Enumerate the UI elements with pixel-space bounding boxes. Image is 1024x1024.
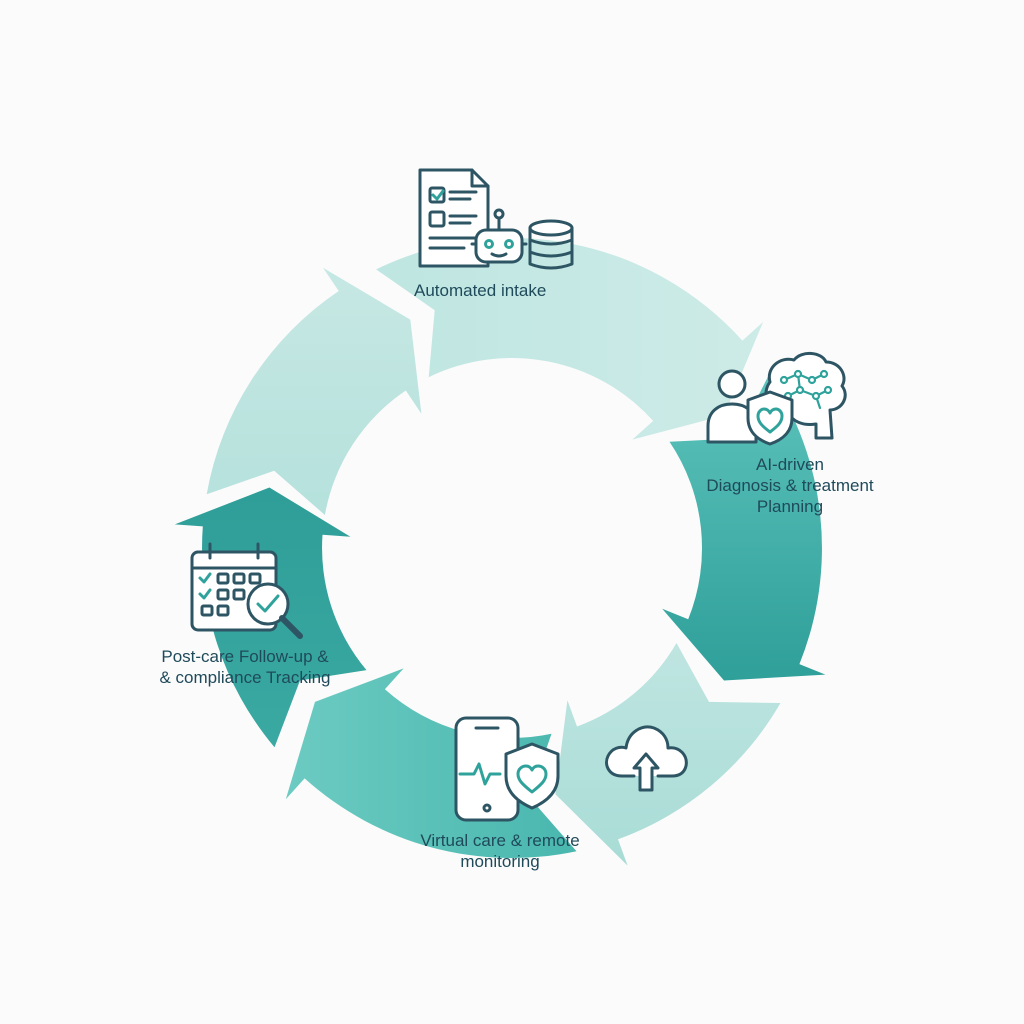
cycle-arrow-right [662,374,826,681]
step-label-line: Diagnosis & treatment [706,476,874,495]
step-label-line: AI-driven [755,455,825,474]
step-label-line: Automated intake [414,281,547,300]
step-label-automated-intake: Automated intake [414,280,546,301]
step-label-ai-diagnosis: AI-driven Diagnosis & treatment Planning [690,454,890,517]
cycle-arrow-top [376,238,764,440]
step-label-line: Virtual care & remote [420,831,580,850]
step-label-line: Post-care Follow-up & [161,647,329,666]
phone-heartbeat-shield-icon [454,716,560,822]
step-label-post-care: Post-care Follow-up & & compliance Track… [130,646,360,688]
cloud-upload-icon [605,725,688,792]
intake-document-robot-database-icon [418,168,574,270]
person-shield-brain-icon [706,352,847,446]
calendar-magnifier-check-icon [190,542,303,639]
cycle-arrow-upper-left [206,267,422,515]
step-label-line: & compliance Tracking [159,668,331,687]
step-label-line: Planning [756,497,824,516]
step-label-line: monitoring [460,852,540,871]
step-label-virtual-care: Virtual care & remote monitoring [390,830,610,872]
